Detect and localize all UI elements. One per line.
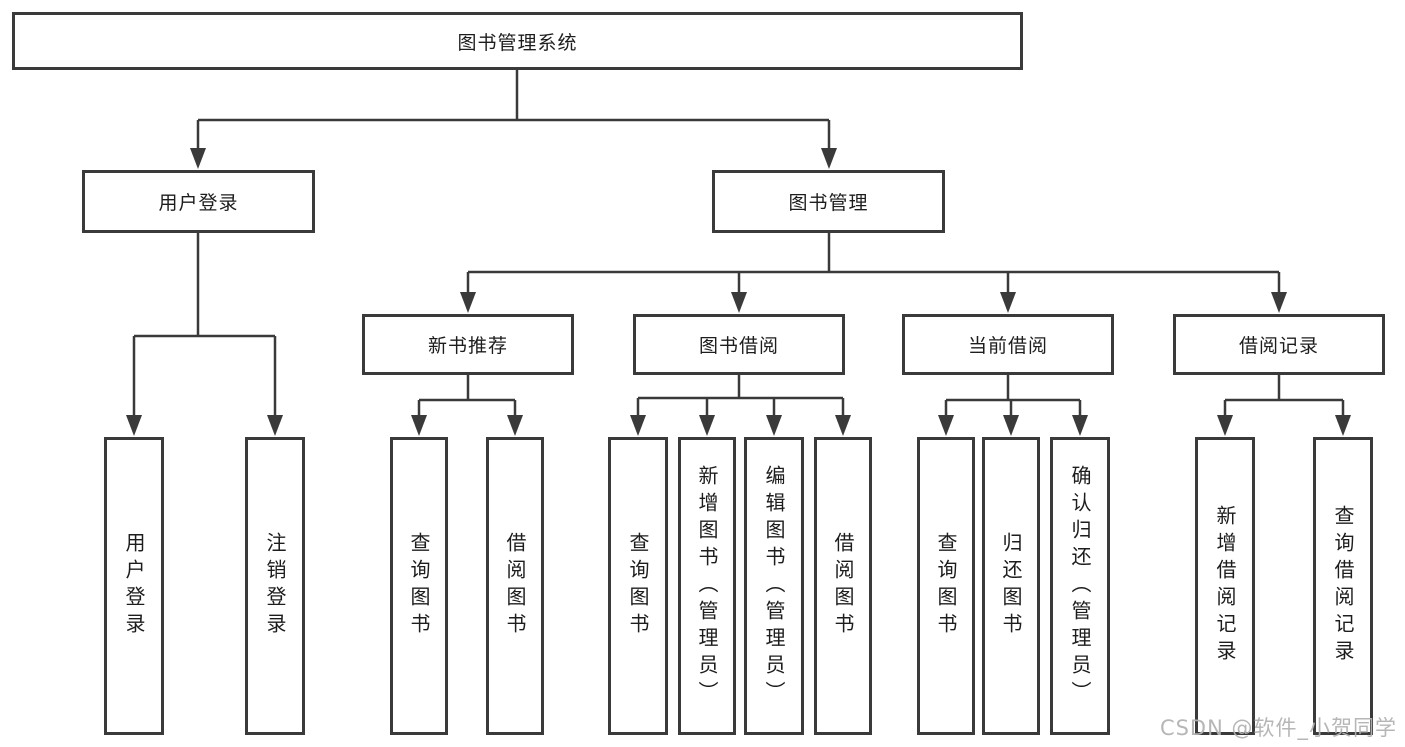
leaf-return-book: 归还图书 [982, 437, 1040, 735]
node-user-login: 用户登录 [82, 170, 315, 233]
leaf-confirm-return-admin: 确认归还（管理员） [1050, 437, 1110, 735]
leaf-user-login: 用户登录 [104, 437, 164, 735]
leaf-query-book-recommend: 查询图书 [390, 437, 448, 735]
node-book-borrowing: 图书借阅 [633, 314, 845, 375]
node-root-library-system: 图书管理系统 [12, 12, 1023, 70]
leaf-add-borrow-record: 新增借阅记录 [1195, 437, 1255, 735]
leaf-logout: 注销登录 [245, 437, 305, 735]
node-book-management: 图书管理 [712, 170, 945, 233]
leaf-edit-book-admin: 编辑图书（管理员） [744, 437, 804, 735]
leaf-borrow-book-recommend: 借阅图书 [486, 437, 544, 735]
csdn-watermark: CSDN @软件_小贺同学 [1159, 716, 1397, 740]
leaf-query-book-borrow: 查询图书 [608, 437, 668, 735]
leaf-query-book-current: 查询图书 [917, 437, 975, 735]
leaf-add-book-admin: 新增图书（管理员） [678, 437, 736, 735]
node-current-borrowing: 当前借阅 [902, 314, 1114, 375]
node-borrowing-records: 借阅记录 [1173, 314, 1385, 375]
node-new-book-recommend: 新书推荐 [362, 314, 574, 375]
leaf-borrow-book: 借阅图书 [814, 437, 872, 735]
leaf-query-borrow-record: 查询借阅记录 [1313, 437, 1373, 735]
